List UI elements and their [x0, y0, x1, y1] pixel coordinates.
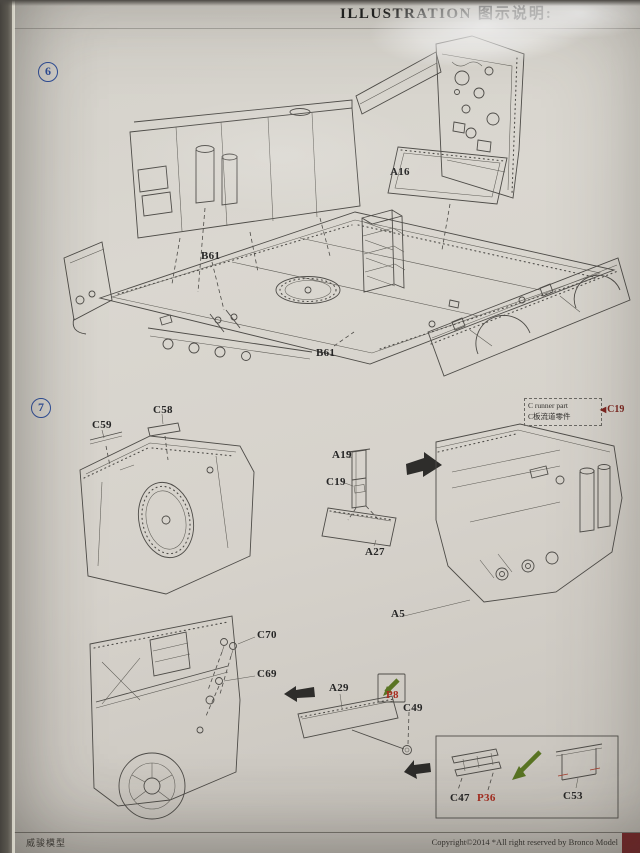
part-label-c47: C47 — [450, 792, 470, 804]
part-label-b61-2: B61 — [316, 347, 336, 359]
top-rule — [14, 28, 640, 29]
page-edge-highlight — [12, 0, 15, 853]
part-label-c59: C59 — [92, 419, 112, 431]
line-art-bottom — [89, 615, 619, 820]
footer-copyright: Copyright©2014 *All right reserved by Br… — [431, 837, 618, 847]
arrow-left-icon: ◀ — [600, 405, 607, 414]
footer-rule — [14, 832, 640, 833]
title-en: ILLUSTRATION — [340, 6, 472, 22]
part-label-c19: C19 — [326, 476, 346, 488]
part-label-p36: P36 — [477, 792, 496, 804]
paper-page — [12, 0, 640, 853]
assembly-arrow-icon — [406, 452, 442, 477]
footer-red-block — [622, 833, 640, 853]
step-7-badge: 7 — [31, 398, 51, 418]
assembly-arrow-icon — [284, 686, 315, 702]
runner-part-ref: ◀C19 — [600, 404, 624, 415]
footer-brand: 威骏模型 — [26, 838, 67, 848]
part-label-c19-runner: C19 — [607, 404, 625, 415]
part-label-a27: A27 — [365, 546, 385, 558]
runner-note-box: C runner part C板流道零件 — [524, 398, 602, 426]
part-label-a19: A19 — [332, 449, 352, 461]
part-label-p8: P8 — [386, 689, 399, 701]
part-label-c58: C58 — [153, 404, 173, 416]
part-label-a29: A29 — [329, 682, 349, 694]
part-label-c70: C70 — [257, 629, 277, 641]
page-binding-edge — [0, 0, 14, 853]
title-zh: 图示说明: — [477, 6, 553, 22]
part-label-a5: A5 — [391, 608, 406, 620]
part-label-b61-1: B61 — [201, 250, 221, 262]
line-art-step6 — [63, 35, 631, 377]
runner-note-line1: C runner part — [528, 401, 568, 410]
photo-top-edge — [0, 0, 640, 6]
part-label-c53: C53 — [563, 790, 583, 802]
line-art-step7 — [79, 413, 623, 617]
step-6-badge: 6 — [38, 62, 58, 82]
green-arrow-icon — [518, 750, 542, 774]
runner-note-line2: C板流道零件 — [528, 412, 571, 422]
part-label-c49: C49 — [403, 702, 423, 714]
assembly-arrow-icon — [404, 760, 431, 779]
part-label-c69: C69 — [257, 668, 277, 680]
part-label-a16: A16 — [390, 166, 410, 178]
